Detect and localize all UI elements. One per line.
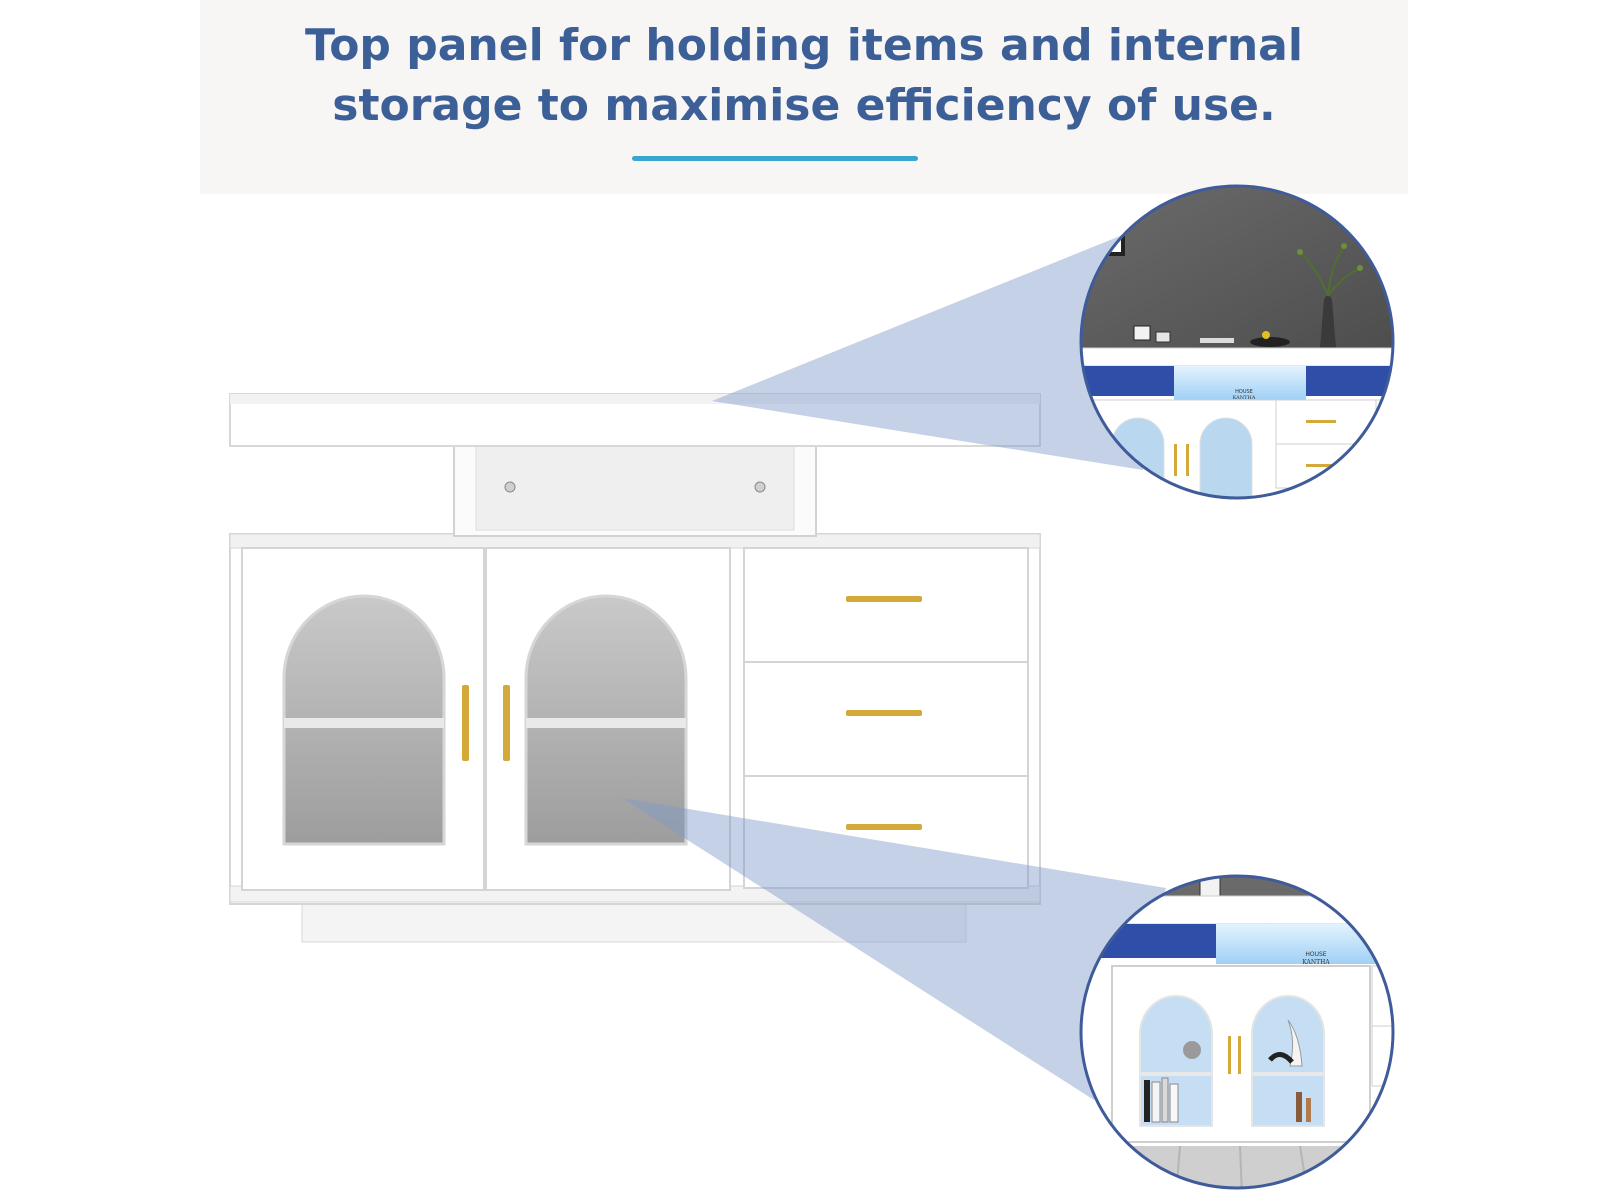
callout-circle-bottom: HOUSE KANTHA	[1079, 874, 1395, 1190]
headline: Top panel for holding items and internal…	[200, 16, 1408, 136]
top-panel-detail	[1081, 347, 1393, 367]
cabinet-door-right	[485, 547, 731, 891]
screw-icon	[754, 481, 766, 493]
vase-icon	[1320, 295, 1336, 348]
drawer-handle	[846, 824, 922, 830]
led-glow	[1174, 366, 1306, 400]
wall-backdrop	[1081, 186, 1393, 350]
drawer-handle	[846, 596, 922, 602]
screw-icon	[504, 481, 516, 493]
callout-cone-top	[712, 234, 1143, 470]
headline-underline	[632, 156, 918, 161]
led-glow	[1216, 924, 1393, 964]
drawer	[743, 547, 1029, 663]
headline-line-1: Top panel for holding items and internal	[305, 20, 1303, 71]
book-label: KANTHA	[1233, 395, 1256, 401]
headline-line-2: storage to maximise efficiency of use.	[332, 80, 1276, 131]
headline-banner	[200, 0, 1408, 194]
decor-cube	[1155, 331, 1171, 343]
door-handle	[503, 685, 510, 761]
books-icon	[1144, 1077, 1179, 1123]
drawer	[743, 661, 1029, 777]
book-label: KANTHA	[1302, 959, 1330, 966]
drawer	[743, 775, 1029, 889]
cabinet-plinth	[301, 901, 967, 943]
door-handle	[462, 685, 469, 761]
plant-icon	[1299, 245, 1361, 297]
decor-bowl	[1250, 337, 1290, 347]
decor-sculpture	[1268, 1052, 1294, 1064]
drawer-handle	[846, 710, 922, 716]
book-label: HOUSE	[1235, 389, 1253, 395]
drawer-stack	[743, 547, 1029, 889]
callout-cone-bottom	[622, 798, 1166, 1100]
cabinet-door-left	[241, 547, 485, 891]
sideboard	[229, 393, 1041, 943]
callout-circle-top: HOUSE KANTHA	[1079, 184, 1395, 500]
book-label: HOUSE	[1305, 951, 1326, 958]
decor-cube	[1133, 325, 1151, 341]
